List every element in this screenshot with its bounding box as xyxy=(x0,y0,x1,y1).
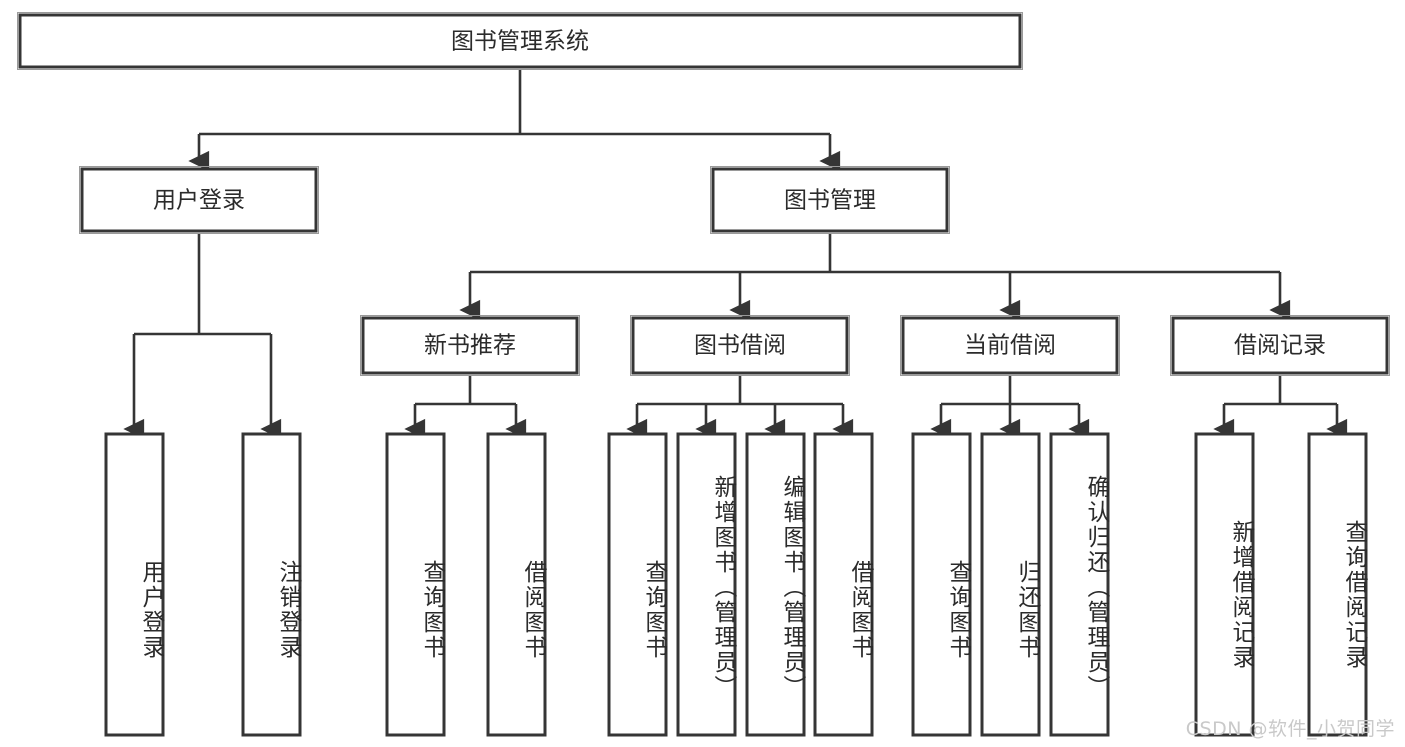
leaf-rect-confirm-return[interactable] xyxy=(1049,432,1110,737)
node-user-login-label: 用户登录 xyxy=(153,188,245,214)
leaf-rect-query-book-3[interactable] xyxy=(911,432,972,737)
edge-group-user-login-children xyxy=(123,233,282,440)
edge-group-current-borrow-children xyxy=(930,375,1090,440)
node-book-borrow-label: 图书借阅 xyxy=(694,333,786,359)
leaf-rect-borrow-book-2[interactable] xyxy=(813,432,874,737)
leaf-rect-borrow-book-1[interactable] xyxy=(486,432,547,737)
leaf-rect-user-login[interactable] xyxy=(104,432,165,737)
node-book-borrow[interactable]: 图书借阅 xyxy=(630,315,850,376)
edge-group-book-manage-children xyxy=(459,233,1291,321)
node-current-borrow-label: 当前借阅 xyxy=(964,333,1056,359)
node-root[interactable]: 图书管理系统 xyxy=(17,12,1023,70)
csdn-watermark: CSDN @软件_小贺同学 xyxy=(1185,718,1395,740)
node-new-book-rec-label: 新书推荐 xyxy=(424,333,516,359)
leaf-rect-add-book[interactable] xyxy=(676,432,737,737)
node-borrow-record[interactable]: 借阅记录 xyxy=(1170,315,1390,376)
node-book-manage[interactable]: 图书管理 xyxy=(710,166,950,234)
leaf-box-group xyxy=(104,432,1368,737)
leaf-rect-query-book-1[interactable] xyxy=(385,432,446,737)
edge-group-book-borrow-children xyxy=(626,375,854,440)
edge-group-borrow-record-children xyxy=(1213,375,1348,440)
node-new-book-rec[interactable]: 新书推荐 xyxy=(360,315,580,376)
edge-group-new-book-rec-children xyxy=(404,375,527,440)
leaf-rect-add-record[interactable] xyxy=(1194,432,1255,737)
leaf-rect-edit-book[interactable] xyxy=(745,432,806,737)
node-book-manage-label: 图书管理 xyxy=(784,188,876,214)
leaf-rect-query-record[interactable] xyxy=(1307,432,1368,737)
node-borrow-record-label: 借阅记录 xyxy=(1234,333,1326,359)
node-user-login[interactable]: 用户登录 xyxy=(79,166,319,234)
leaf-rect-user-logout[interactable] xyxy=(241,432,302,737)
node-current-borrow[interactable]: 当前借阅 xyxy=(900,315,1120,376)
leaf-rect-query-book-2[interactable] xyxy=(607,432,668,737)
edge-group-root-to-level1 xyxy=(188,70,841,172)
node-root-label: 图书管理系统 xyxy=(451,29,589,55)
leaf-rect-return-book[interactable] xyxy=(980,432,1041,737)
